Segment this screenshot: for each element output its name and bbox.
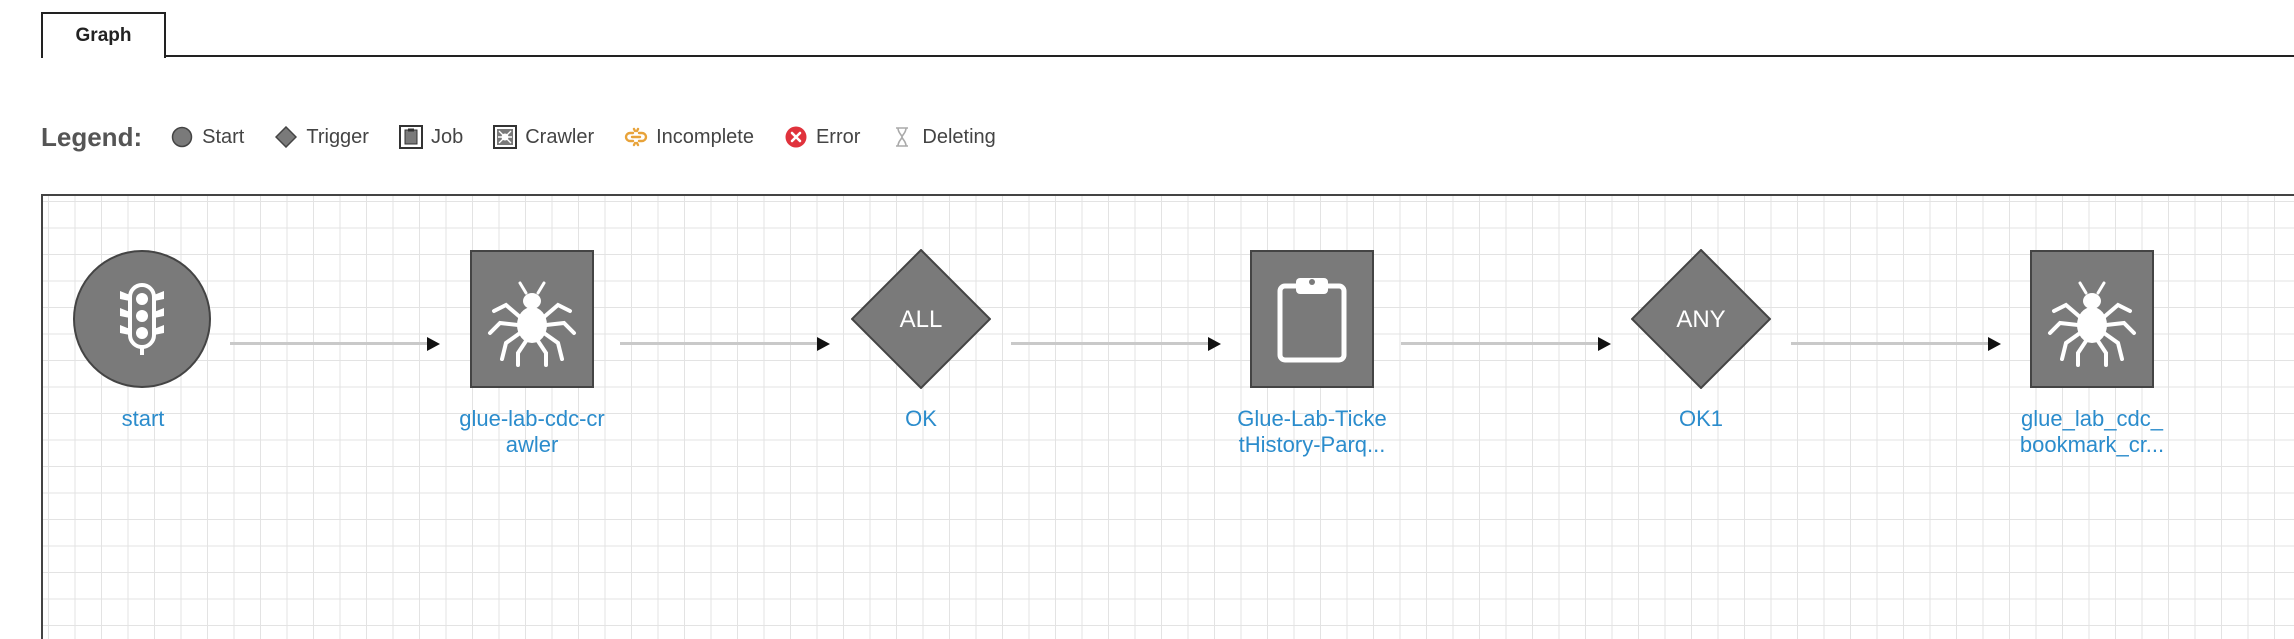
legend-item-incomplete: Incomplete [624, 125, 754, 149]
edge-arrowhead [1598, 336, 1611, 351]
legend-label-error: Error [815, 125, 861, 148]
crawler-icon [493, 125, 518, 149]
legend-item-error: Error [784, 125, 860, 149]
node-label-crawler-bookmark-line1: glue_lab_cdc_ [2021, 406, 2163, 431]
legend-item-job: Job [398, 125, 464, 149]
tab-bar: Graph [0, 0, 2294, 60]
trigger-condition-any: ANY [1676, 306, 1725, 333]
node-label-trigger-ok-line1: OK [905, 406, 937, 431]
circle-icon [170, 125, 194, 149]
edge-crawler-to-trigger-ok [620, 342, 818, 345]
trigger-condition-all: ALL [900, 306, 943, 333]
node-crawler-cdc[interactable] [470, 250, 594, 388]
edge-arrowhead [427, 336, 440, 351]
node-label-trigger-ok1[interactable]: OK1 [1601, 406, 1801, 432]
legend-item-trigger: Trigger [274, 125, 369, 149]
edge-arrowhead [1208, 336, 1221, 351]
node-start[interactable] [73, 250, 211, 388]
edge-trigger-to-job [1011, 342, 1209, 345]
spider-icon [488, 281, 576, 367]
node-label-trigger-ok[interactable]: OK [821, 406, 1021, 432]
error-icon [784, 125, 808, 149]
traffic-light-icon [120, 283, 164, 355]
node-label-job-line2: tHistory-Parq... [1238, 432, 1386, 457]
legend-title: Legend: [41, 121, 143, 152]
node-label-crawler-cdc-line1: glue-lab-cdc-cr [459, 406, 605, 431]
legend-item-crawler: Crawler [493, 125, 594, 149]
node-label-job-tickethistory[interactable]: Glue-Lab-Ticke tHistory-Parq... [1212, 406, 1412, 458]
spider-icon [2048, 281, 2136, 367]
legend: Legend: Start Trigger Job [41, 112, 1026, 162]
node-trigger-ok[interactable]: ALL [851, 249, 991, 389]
tab-graph[interactable]: Graph [41, 12, 166, 60]
edge-job-to-trigger-ok1 [1401, 342, 1599, 345]
legend-label-incomplete: Incomplete [656, 125, 754, 148]
trigger-diamond: ALL [851, 249, 991, 389]
node-job-tickethistory[interactable] [1250, 250, 1374, 388]
edge-arrowhead [1988, 336, 2001, 351]
node-label-start[interactable]: start [43, 406, 243, 432]
node-label-crawler-cdc[interactable]: glue-lab-cdc-cr awler [432, 406, 632, 458]
incomplete-icon [624, 125, 648, 149]
workflow-graph-canvas[interactable]: start glue-lab-cdc-cr awler ALL OK [41, 194, 2294, 639]
legend-item-deleting: Deleting [890, 125, 996, 149]
node-crawler-bookmark[interactable] [2030, 250, 2154, 388]
tab-bar-divider [41, 55, 2294, 57]
trigger-diamond: ANY [1631, 249, 1771, 389]
edge-arrowhead [817, 336, 830, 351]
job-icon [398, 125, 423, 149]
legend-label-deleting: Deleting [922, 125, 996, 148]
tab-graph-label: Graph [75, 25, 132, 46]
legend-label-job: Job [430, 125, 464, 148]
legend-item-start: Start [170, 125, 244, 149]
legend-label-trigger: Trigger [306, 125, 369, 148]
node-label-start-line1: start [121, 406, 165, 431]
node-label-job-line1: Glue-Lab-Ticke [1237, 406, 1387, 431]
node-label-crawler-bookmark[interactable]: glue_lab_cdc_ bookmark_cr... [1992, 406, 2192, 458]
hourglass-icon [890, 125, 914, 149]
node-label-crawler-cdc-line2: awler [505, 432, 559, 457]
node-trigger-ok1[interactable]: ANY [1631, 249, 1771, 389]
node-label-trigger-ok1-line1: OK1 [1678, 406, 1724, 431]
legend-label-start: Start [202, 125, 245, 148]
node-label-crawler-bookmark-line2: bookmark_cr... [2019, 432, 2165, 457]
edge-trigger-to-crawler-bookmark [1791, 342, 1989, 345]
diamond-icon [274, 125, 298, 149]
clipboard-icon [1277, 278, 1347, 363]
legend-label-crawler: Crawler [525, 125, 595, 148]
edge-start-to-crawler [230, 342, 428, 345]
